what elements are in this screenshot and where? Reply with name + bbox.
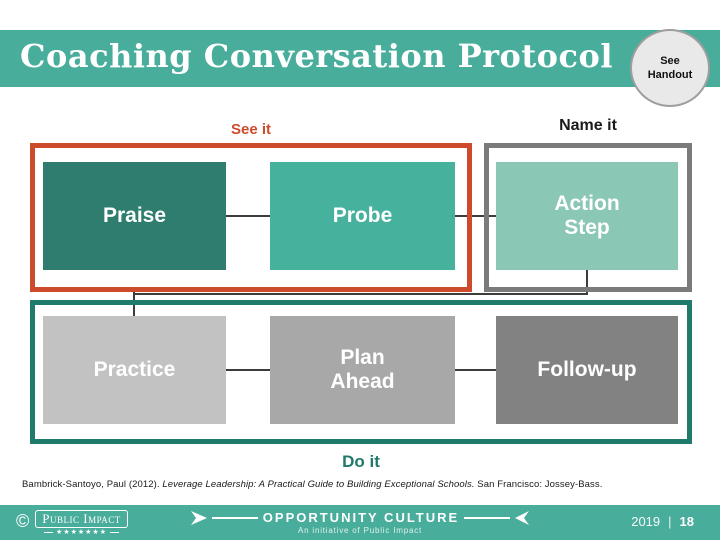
do-it-group-frame — [30, 300, 692, 444]
connector-praise-probe — [226, 215, 270, 217]
public-impact-lockup: Public Impact ★★★★★★★ — [35, 510, 128, 536]
probe-label: Probe — [332, 204, 393, 227]
arrow-row: OPPORTUNITY CULTURE — [190, 510, 530, 525]
citation-prefix: Bambrick-Santoyo, Paul (2012). — [22, 479, 163, 490]
connector-probe-action-step — [455, 215, 496, 217]
copyright-icon: © — [16, 511, 30, 531]
plan-ahead-label: Plan Ahead — [330, 346, 395, 393]
see-it-label: See it — [230, 121, 272, 138]
arrow-fletching-icon — [515, 510, 530, 525]
connector-plan-ahead-follow-up — [455, 369, 496, 371]
footer-divider: | — [668, 514, 672, 529]
connector-action-step-down — [586, 270, 588, 295]
follow-up-label: Follow-up — [537, 358, 637, 381]
connector-practice-plan-ahead — [226, 369, 270, 371]
footer-page-number: 18 — [679, 514, 694, 529]
practice-label: Practice — [93, 358, 176, 381]
opportunity-culture-logo: OPPORTUNITY CULTURE An initiative of Pub… — [0, 510, 720, 535]
arrow-shaft-right — [464, 516, 511, 519]
probe-box: Probe — [270, 162, 455, 270]
citation-book-title: Leverage Leadership: A Practical Guide t… — [162, 479, 475, 490]
action-step-label: Action Step — [554, 192, 620, 239]
citation: Bambrick-Santoyo, Paul (2012). Leverage … — [22, 479, 704, 490]
name-it-label: Name it — [559, 117, 617, 134]
public-impact-stars: ★★★★★★★ — [44, 529, 119, 536]
connector-elbow-horizontal — [133, 293, 588, 295]
stars-row: ★★★★★★★ — [56, 529, 107, 537]
star-rule-left — [44, 532, 54, 534]
action-step-box: Action Step — [496, 162, 678, 270]
citation-suffix: San Francisco: Jossey-Bass. — [474, 479, 603, 490]
plan-ahead-box: Plan Ahead — [270, 316, 455, 424]
star-rule-right — [109, 532, 119, 534]
praise-label: Praise — [102, 204, 167, 227]
public-impact-logo: © Public Impact ★★★★★★★ — [16, 510, 128, 536]
public-impact-wordmark: Public Impact — [35, 510, 128, 529]
arrow-shaft-left — [211, 516, 258, 519]
see-it-group-frame — [30, 143, 472, 292]
arrow-head-icon — [190, 510, 207, 525]
see-handout-badge: See Handout — [630, 29, 710, 107]
praise-box: Praise — [43, 162, 226, 270]
name-it-group-frame — [484, 143, 692, 292]
footer-year: 2019 — [631, 514, 661, 529]
slide-title: Coaching Conversation Protocol — [20, 37, 613, 75]
follow-up-box: Follow-up — [496, 316, 678, 424]
opportunity-culture-wordmark: OPPORTUNITY CULTURE — [262, 510, 460, 525]
do-it-label: Do it — [342, 452, 380, 471]
opportunity-culture-tagline: An initiative of Public Impact — [297, 526, 423, 535]
practice-box: Practice — [43, 316, 226, 424]
footer-band: © Public Impact ★★★★★★★ OPPORTUNITY CULT… — [0, 505, 720, 540]
slide-number: 2019 | 18 — [631, 514, 694, 529]
header-band — [0, 30, 720, 87]
